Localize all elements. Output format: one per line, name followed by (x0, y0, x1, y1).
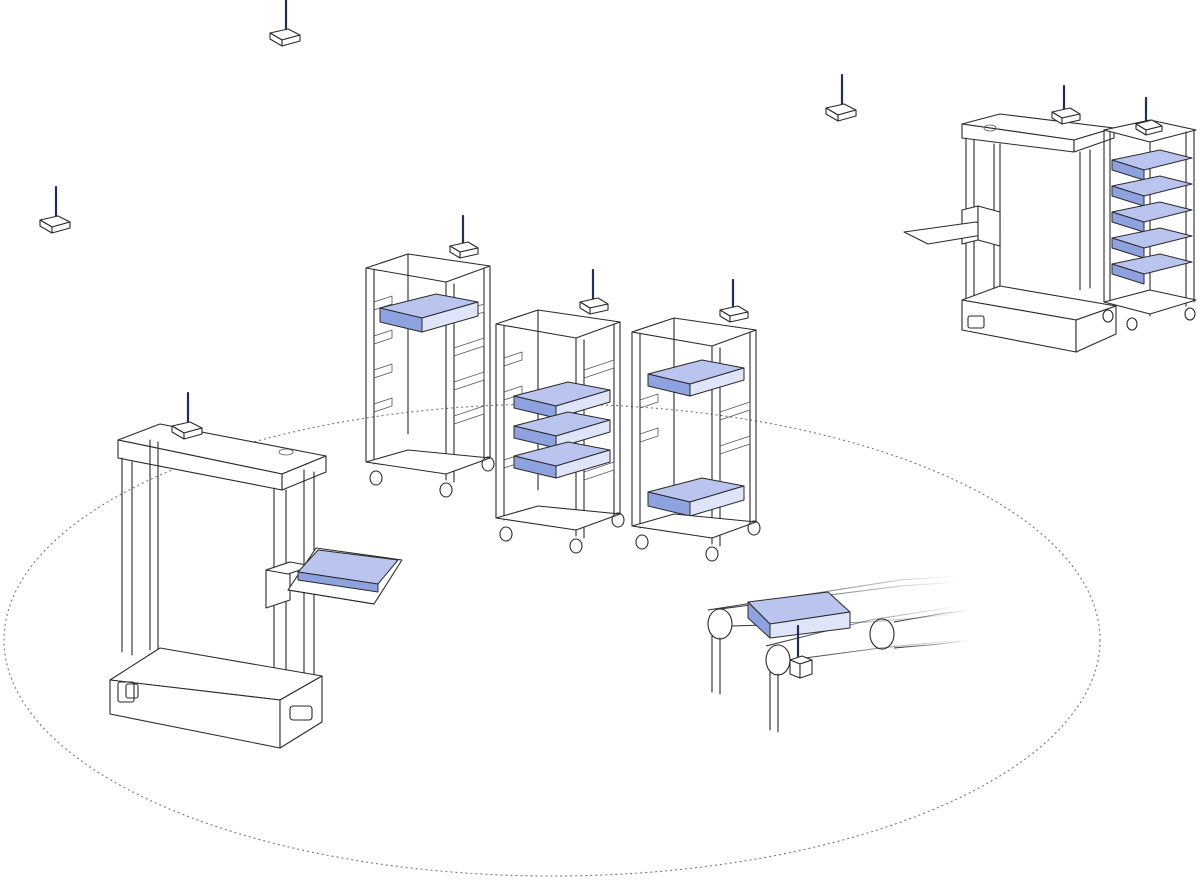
ceiling-reader-1 (269, 0, 301, 47)
rack-trolley-4 (1102, 96, 1197, 331)
rack-trolley-3 (631, 278, 761, 562)
conveyor-table (707, 575, 971, 733)
ceiling-reader-2 (825, 73, 857, 122)
rack-trolley-1 (365, 214, 495, 498)
storage-cabinet-right (903, 84, 1117, 353)
ceiling-reader-3 (39, 185, 71, 234)
rack-trolley-2 (495, 268, 625, 554)
storage-cabinet-left (109, 391, 403, 749)
